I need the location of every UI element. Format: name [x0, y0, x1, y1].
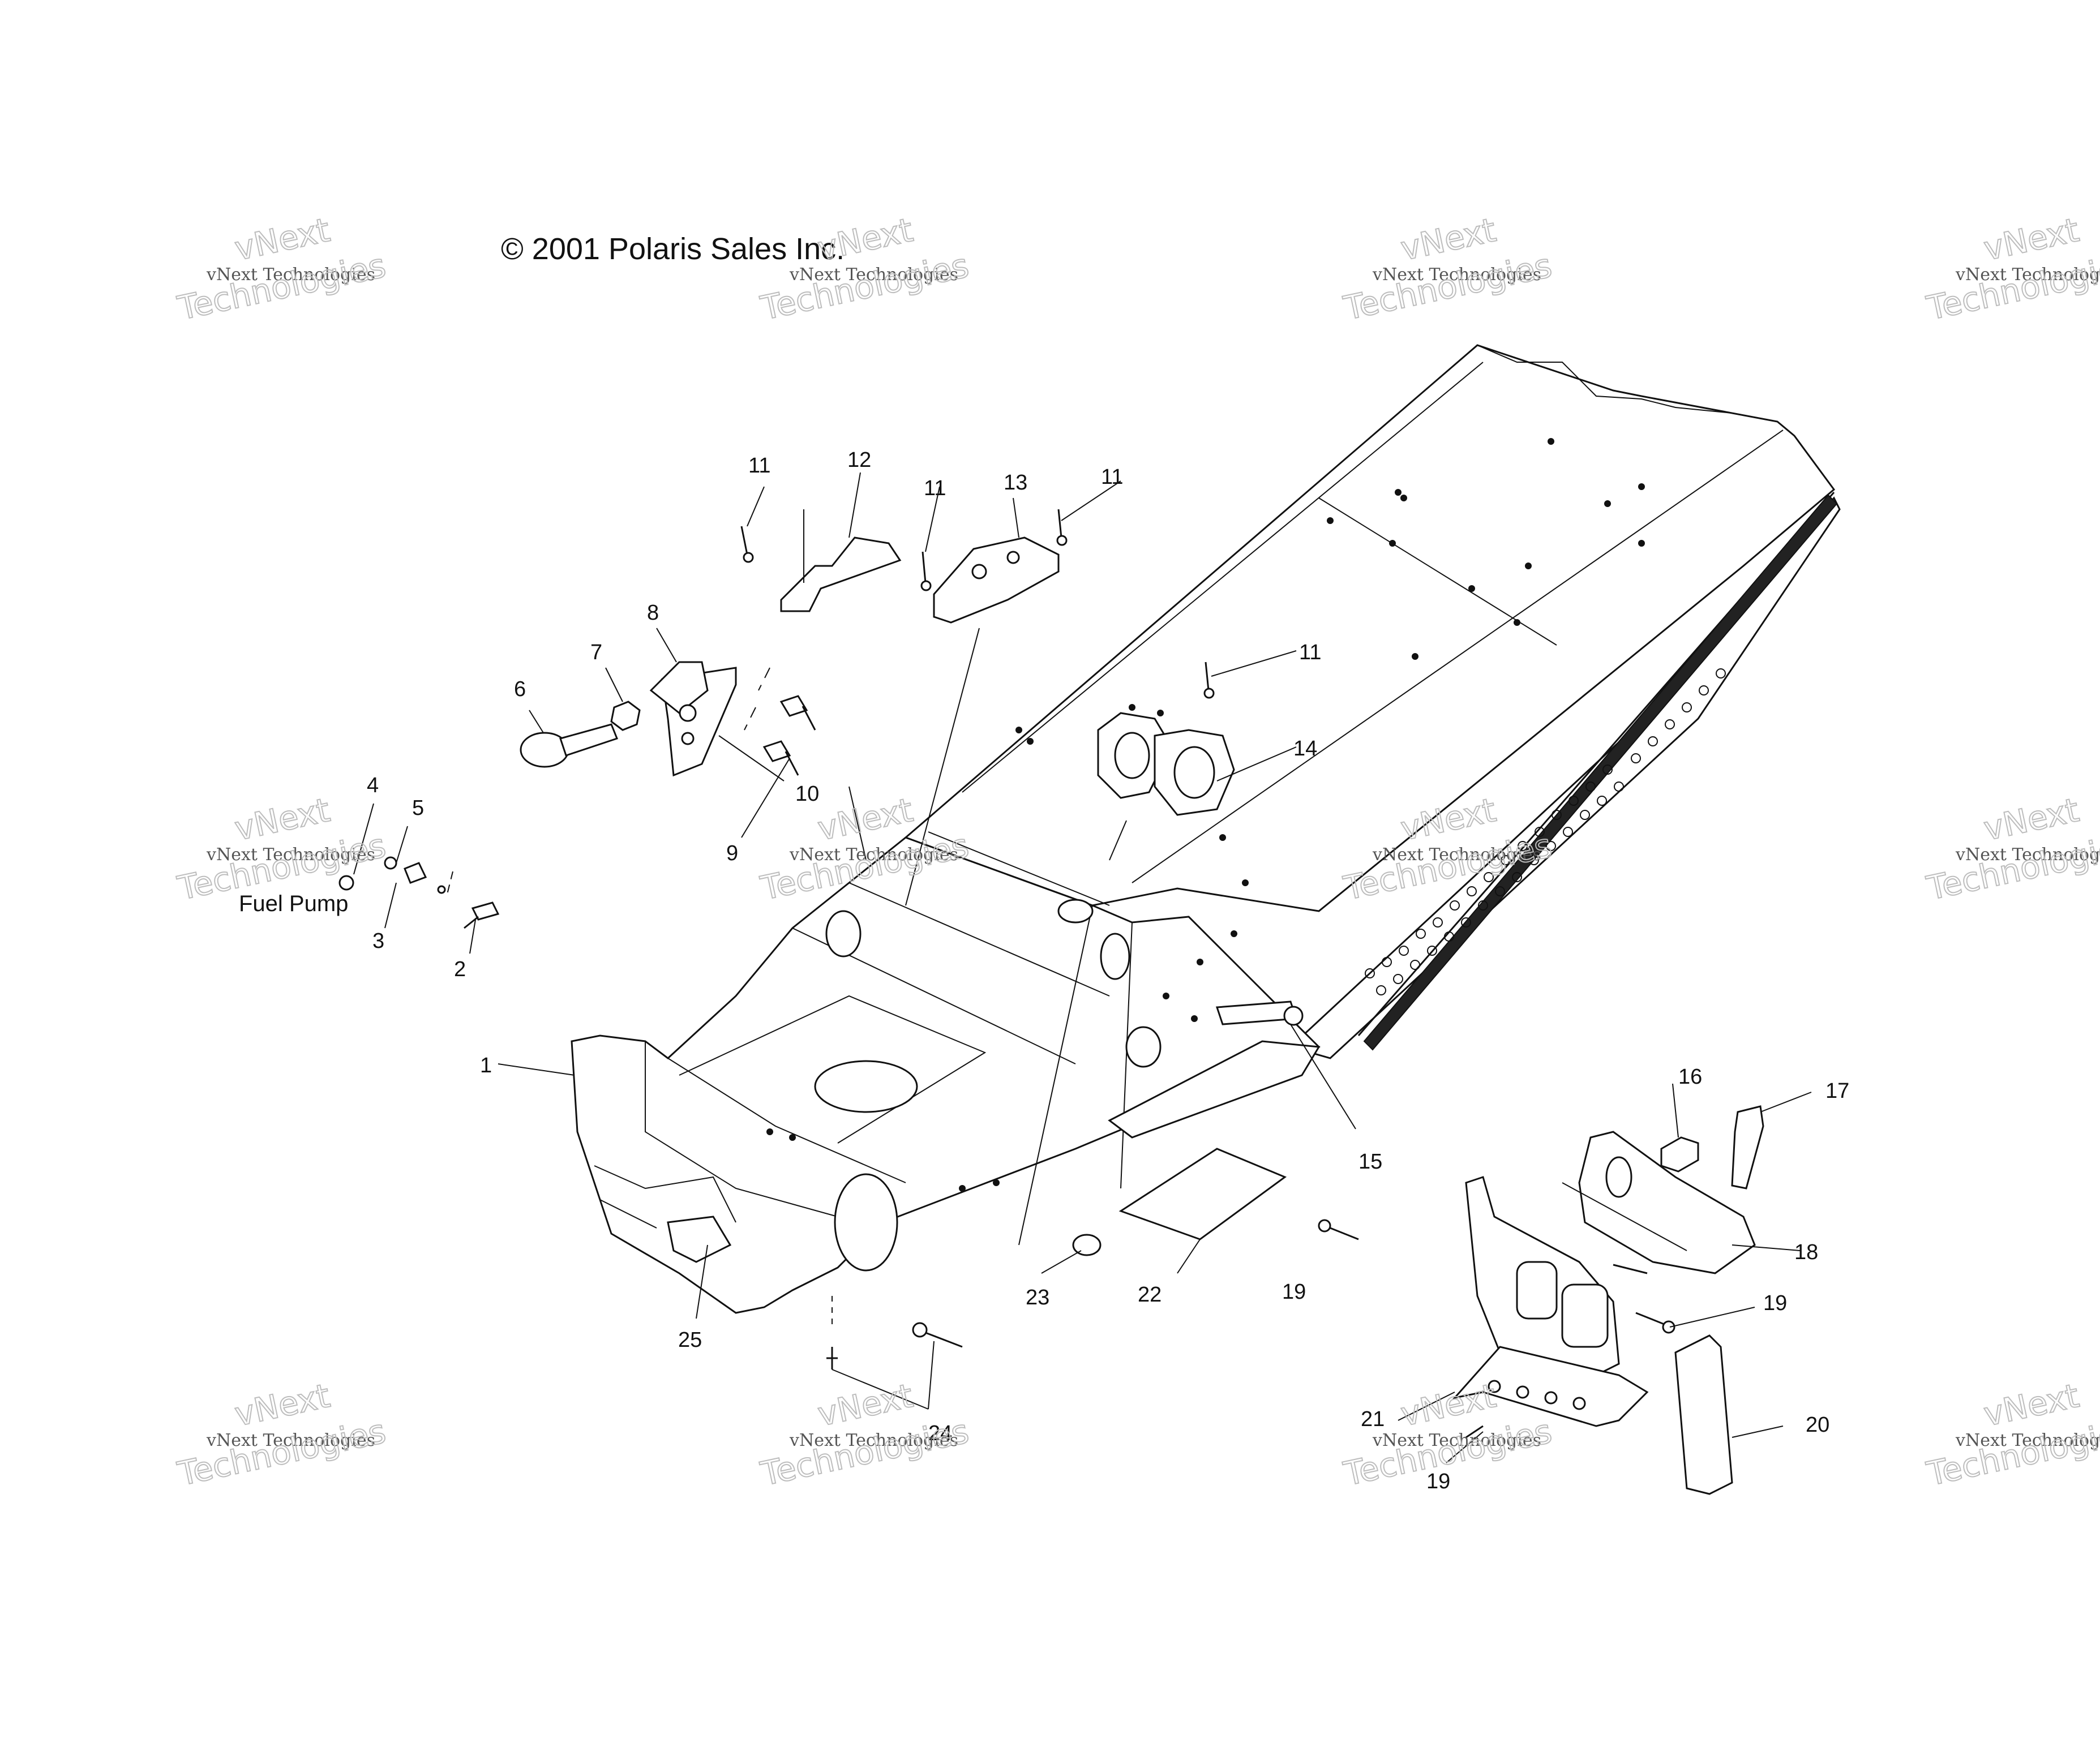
svg-text:vNext Technologies: vNext Technologies	[206, 265, 375, 285]
watermark-10: vNext Technologies vNext Technologies	[757, 1376, 973, 1494]
copyright-text: © 2001 Polaris Sales Inc.	[501, 232, 845, 266]
callout-18: 18	[1794, 1240, 1818, 1264]
callout-22: 22	[1138, 1283, 1162, 1307]
callout-14: 14	[1293, 737, 1317, 761]
watermark-9: vNext Technologies vNext Technologies	[174, 1376, 390, 1494]
watermark-1: vNext Technologies vNext Technologies	[174, 210, 390, 328]
part-14-guard	[1097, 712, 1235, 861]
callout-16: 16	[1678, 1065, 1702, 1089]
part-12-bracket	[780, 509, 902, 612]
part-25-mount	[667, 1216, 732, 1263]
callout-9: 9	[726, 841, 738, 865]
watermark-8: vNext Technologies vNext Technologies	[1923, 790, 2100, 908]
callout-11a: 11	[748, 454, 770, 478]
svg-text:vNext Technologies: vNext Technologies	[1372, 1431, 1541, 1450]
callout-numbers: 1 2 3 4 5 6 7 8 9 10 11 11 11 11 12 13 1…	[367, 448, 1849, 1493]
deck-holes	[766, 438, 1645, 1192]
fuel-pump-hardware	[338, 856, 500, 929]
callout-21: 21	[1361, 1407, 1385, 1431]
part-16-block	[1660, 1136, 1699, 1173]
leader-lines	[353, 472, 1812, 1463]
svg-text:vNext Technologies: vNext Technologies	[1372, 845, 1541, 865]
callout-13: 13	[1004, 471, 1027, 495]
callout-5: 5	[412, 796, 424, 820]
callout-19c: 19	[1426, 1470, 1450, 1493]
part-18-side-panel	[1562, 1131, 1756, 1274]
skirt-perforations	[1365, 668, 1726, 995]
part-11-bolts	[740, 509, 1215, 699]
svg-text:vNext Technologies: vNext Technologies	[1372, 265, 1541, 285]
part-13-bracket	[933, 536, 1060, 624]
callout-10: 10	[795, 782, 819, 806]
watermark-12: vNext Technologies vNext Technologies	[1923, 1376, 2100, 1494]
watermark-4: vNext Technologies vNext Technologies	[1923, 210, 2100, 328]
callout-1: 1	[480, 1054, 492, 1077]
part-19-rivets	[1318, 1219, 1675, 1439]
part-8-bracket-plate	[649, 661, 737, 777]
part-20-flap	[1674, 1334, 1733, 1495]
watermark-5: vNext Technologies vNext Technologies	[174, 790, 390, 908]
callout-25: 25	[678, 1328, 702, 1352]
callout-24: 24	[928, 1422, 952, 1445]
callout-11b: 11	[924, 476, 946, 500]
callout-6: 6	[514, 677, 526, 701]
watermark-2: vNext Technologies vNext Technologies	[757, 210, 973, 328]
callout-12: 12	[847, 448, 871, 472]
callout-3: 3	[372, 929, 384, 953]
part-9-10-screws	[744, 667, 816, 776]
callout-11c: 11	[1101, 465, 1123, 489]
callout-19b: 19	[1763, 1291, 1787, 1315]
callout-23: 23	[1026, 1286, 1049, 1309]
callout-19a: 19	[1282, 1280, 1306, 1304]
callout-2: 2	[454, 957, 466, 981]
callout-7: 7	[590, 641, 602, 664]
part-17-strap	[1731, 1105, 1764, 1190]
svg-text:vNext Technologies: vNext Technologies	[1955, 265, 2100, 285]
svg-text:vNext Technologies: vNext Technologies	[206, 845, 375, 865]
part-15-axle	[1215, 1001, 1304, 1026]
callout-11d: 11	[1299, 641, 1321, 664]
part-7-nut	[610, 701, 641, 731]
part-6-mount-knob	[520, 723, 618, 768]
part-23-cap	[1072, 1234, 1102, 1256]
callout-4: 4	[367, 774, 379, 797]
svg-text:vNext Technologies: vNext Technologies	[206, 1431, 375, 1450]
svg-text:vNext Technologies: vNext Technologies	[1955, 845, 2100, 865]
svg-text:vNext Technologies: vNext Technologies	[1955, 1431, 2100, 1450]
svg-text:vNext Technologies: vNext Technologies	[789, 845, 958, 865]
fuel-pump-label: Fuel Pump	[239, 891, 348, 916]
watermark-3: vNext Technologies vNext Technologies	[1340, 210, 1556, 328]
part-22-shield	[1118, 1148, 1287, 1240]
callout-17: 17	[1825, 1079, 1849, 1103]
svg-text:vNext Technologies: vNext Technologies	[789, 1431, 958, 1450]
callout-20: 20	[1806, 1413, 1829, 1437]
callout-8: 8	[647, 601, 659, 625]
part-21-lower-plate	[1452, 1176, 1649, 1427]
callout-15: 15	[1358, 1150, 1382, 1174]
svg-text:vNext Technologies: vNext Technologies	[789, 265, 958, 285]
part-24-fasteners	[826, 1296, 963, 1369]
